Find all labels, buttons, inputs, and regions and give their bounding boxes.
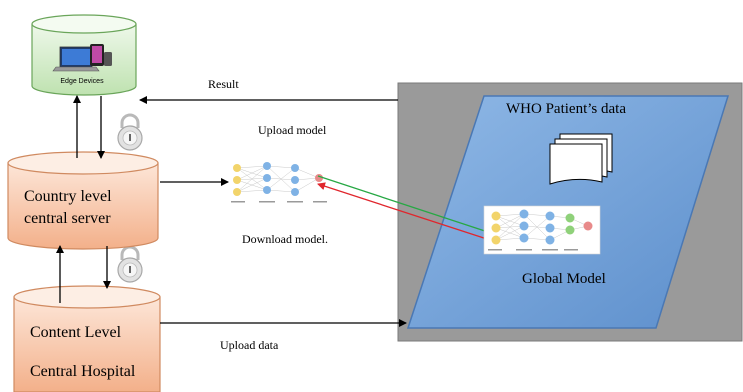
central-hospital-label-line2: Central Hospital — [30, 363, 136, 380]
central-hospital-cylinder: Content Level Central Hospital — [13, 285, 161, 392]
download-model-label: Download model. — [242, 232, 328, 246]
global-model-label: Global Model — [522, 271, 606, 287]
phone-icon — [104, 52, 112, 66]
edge-devices-label: Edge Devices — [60, 78, 104, 85]
global-model-network — [483, 205, 601, 255]
result-label: Result — [208, 77, 239, 91]
documents-icon — [549, 133, 613, 185]
upload-data-label: Upload data — [220, 338, 279, 352]
edge-devices-cylinder: Edge Devices — [31, 14, 137, 96]
padlock-icon — [117, 245, 143, 283]
who-data-label: WHO Patient’s data — [506, 101, 626, 117]
padlock-icon — [117, 113, 143, 151]
central-hospital-label-line1: Content Level — [30, 324, 122, 341]
laptop-icon — [52, 46, 100, 72]
country-server-label-line1: Country level — [24, 188, 112, 205]
download-model-arrow — [317, 182, 491, 241]
tablet-icon — [90, 44, 104, 66]
upload-model-arrow — [317, 175, 495, 236]
upload-model-label: Upload model — [258, 123, 327, 137]
country-server-cylinder: Country level central server — [7, 151, 159, 250]
local-model-network — [229, 160, 339, 206]
country-server-label-line2: central server — [24, 210, 111, 227]
